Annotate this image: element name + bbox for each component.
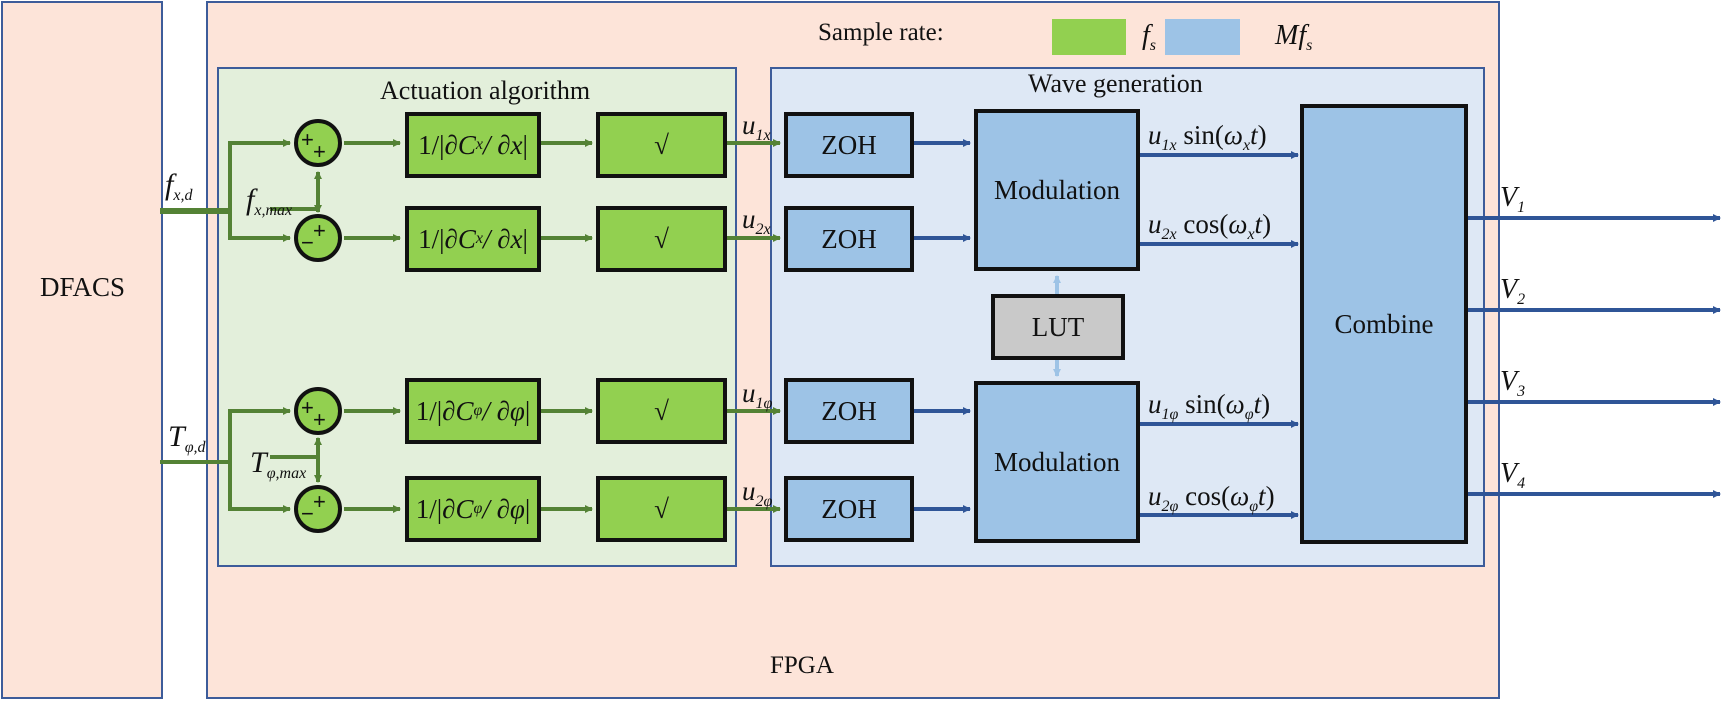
legend-swatch-mfs: [1165, 19, 1240, 55]
legend-label-fs: fs: [1142, 20, 1157, 54]
zoh-block-2phi: ZOH: [784, 476, 914, 542]
signal-label-u1phi: u1φ: [742, 378, 773, 412]
zoh-block-1phi: ZOH: [784, 378, 914, 444]
modulation-block-phi: Modulation: [974, 381, 1140, 543]
legend-swatch-fs: [1052, 19, 1126, 55]
mod-out-label-4: u2φ cos(ωφt): [1148, 481, 1275, 515]
legend-label-mfs: Mfs: [1275, 20, 1313, 54]
dfacs-panel: [1, 1, 163, 699]
sqrt-block-phi-1: √: [596, 378, 727, 444]
actuation-title: Actuation algorithm: [380, 76, 591, 105]
output-label-v2: V2: [1500, 274, 1526, 308]
zoh-block-1x: ZOH: [784, 112, 914, 178]
sqrt-block-x-2: √: [596, 206, 727, 272]
mod-out-label-3: u1φ sin(ωφt): [1148, 389, 1271, 423]
summer-phi-plus: + +: [294, 387, 342, 435]
signal-label-fxd: fx,d: [165, 168, 193, 204]
sqrt-block-phi-2: √: [596, 476, 727, 542]
signal-label-fxmax: fx,max: [246, 183, 293, 219]
wire-to-sum-bot-x: [228, 211, 291, 242]
summer-x-plus: + +: [294, 119, 342, 167]
signal-label-u1x: u1x: [742, 110, 771, 144]
summer-x-minus: − +: [294, 214, 342, 262]
fpga-label: FPGA: [770, 652, 834, 679]
signal-label-tpd: Tφ,d: [168, 420, 206, 456]
output-label-v3: V3: [1500, 366, 1526, 400]
lut-block: LUT: [991, 294, 1125, 360]
output-label-v1: V1: [1500, 182, 1526, 216]
modulation-block-x: Modulation: [974, 109, 1140, 271]
signal-label-u2phi: u2φ: [742, 476, 773, 510]
summer-phi-minus: − +: [294, 485, 342, 533]
legend-title: Sample rate:: [818, 19, 944, 46]
mod-out-label-2: u2x cos(ωxt): [1148, 209, 1272, 243]
wave-generation-title: Wave generation: [1028, 69, 1203, 98]
sqrt-block-x-1: √: [596, 112, 727, 178]
signal-label-tpmax: Tφ,max: [250, 446, 307, 482]
combine-block: Combine: [1300, 104, 1468, 544]
wire-to-sum-top-x: [228, 139, 291, 211]
dfacs-label: DFACS: [40, 272, 126, 302]
mod-out-label-1: u1x sin(ωxt): [1148, 120, 1267, 154]
signal-label-u2x: u2x: [742, 204, 771, 238]
zoh-block-2x: ZOH: [784, 206, 914, 272]
output-label-v4: V4: [1500, 458, 1526, 492]
